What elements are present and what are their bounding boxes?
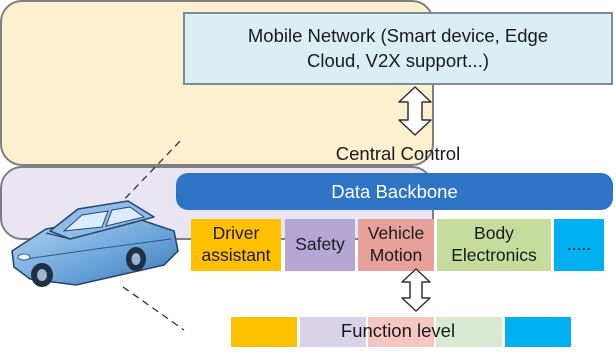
domain-vehicle-motion-line-1: Vehicle — [367, 223, 425, 244]
domain-driver-assistant-line-1: Driver — [212, 223, 260, 244]
domain-safety: Safety — [285, 219, 355, 271]
function-block-1 — [231, 317, 297, 347]
domain-more-label: ..... — [566, 234, 592, 255]
domain-driver-assistant-line-2: assistant — [201, 245, 271, 265]
domain-body-electronics: Body Electronics — [437, 219, 551, 271]
domain-body-electronics-line-2: Electronics — [451, 245, 537, 265]
mobile-network-line-1: Mobile Network (Smart device, Edge — [247, 24, 549, 46]
domain-vehicle-motion-line-2: Motion — [369, 245, 423, 265]
mobile-network-line-2: Cloud, V2X support...) — [306, 49, 489, 71]
function-block-3 — [368, 317, 434, 347]
vehicle-function-arrow-icon — [401, 268, 431, 312]
domain-vehicle-motion: Vehicle Motion — [358, 219, 434, 271]
domain-body-electronics-line-1: Body — [474, 223, 514, 244]
domain-driver-assistant: Driver assistant — [191, 219, 281, 271]
car-icon — [11, 200, 179, 287]
domain-more: ..... — [554, 219, 604, 271]
central-control-label: Central Control — [335, 143, 461, 164]
domain-safety-label: Safety — [295, 234, 345, 255]
data-backbone-label: Data Backbone — [331, 180, 458, 202]
network-vehicle-arrow-icon — [398, 86, 432, 136]
data-backbone-bar: Data Backbone — [176, 173, 613, 210]
function-block-4 — [436, 317, 502, 347]
function-block-2 — [300, 317, 366, 347]
mobile-network-box: Mobile Network (Smart device, Edge Cloud… — [183, 12, 613, 85]
function-level-label: Function level — [340, 320, 456, 341]
function-block-5 — [505, 317, 571, 347]
